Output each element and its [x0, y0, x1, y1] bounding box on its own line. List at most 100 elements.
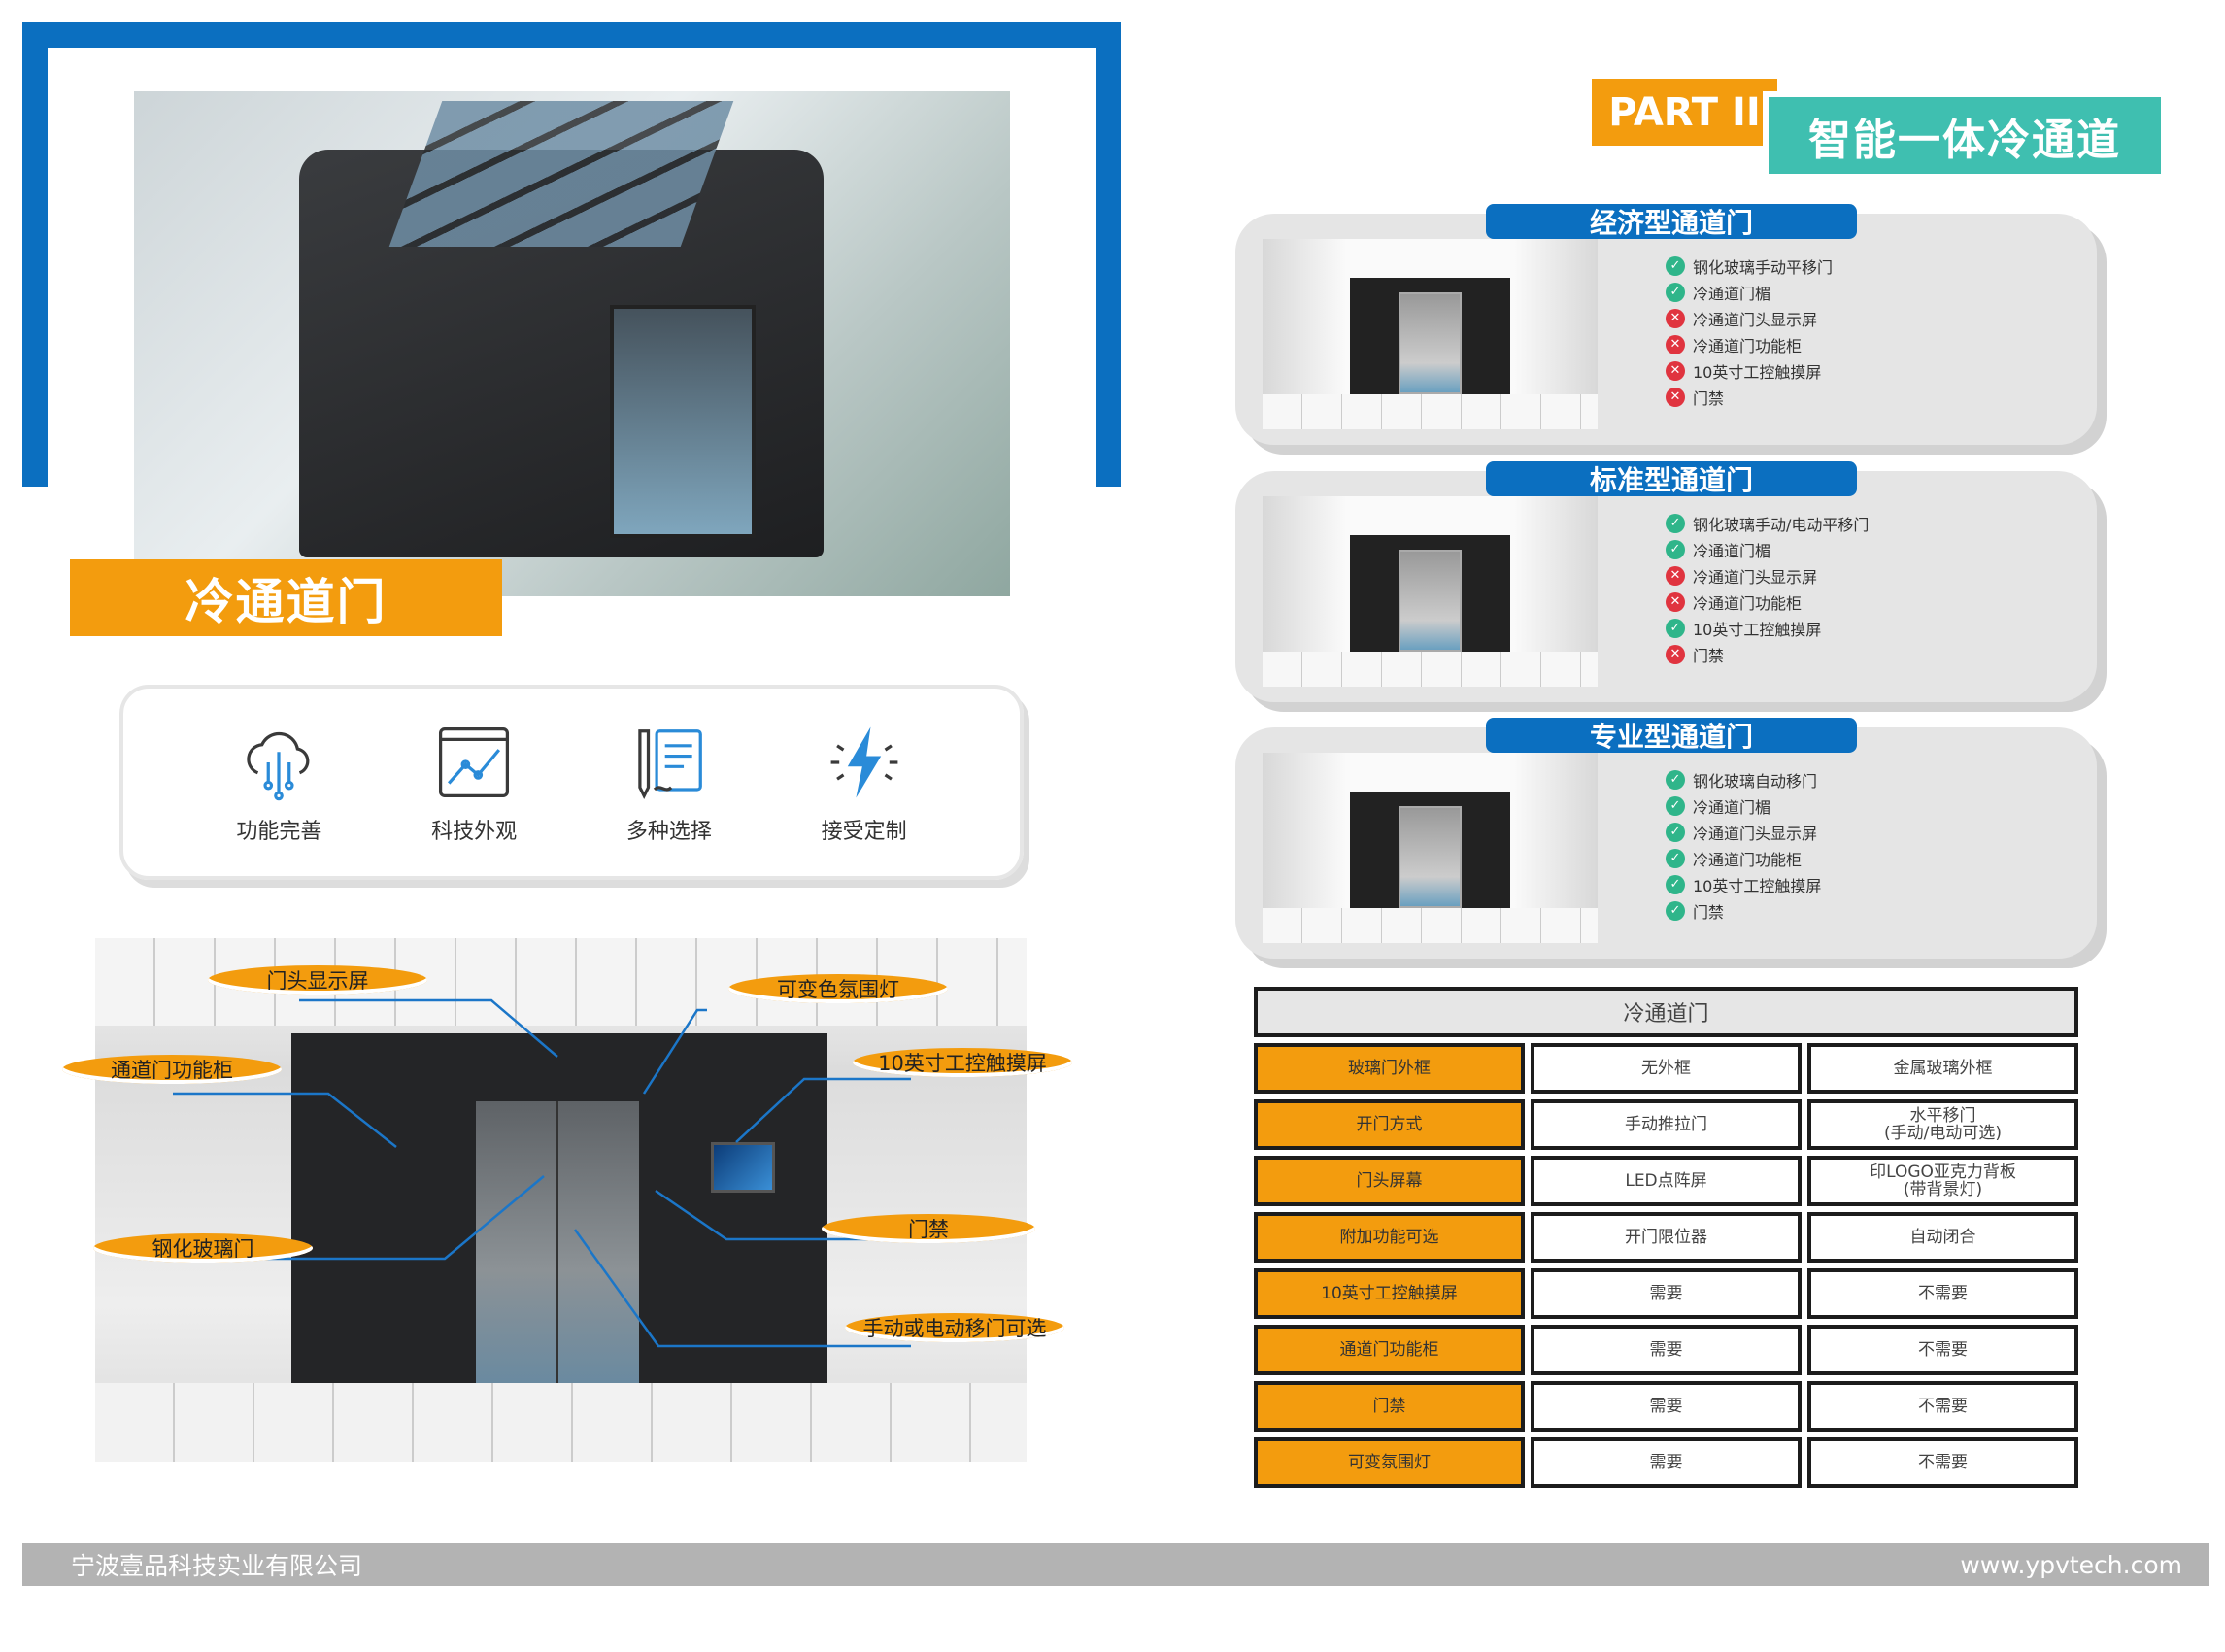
- feature-text: 钢化玻璃自动移门: [1693, 771, 1818, 791]
- hero-title: 冷通道门: [70, 559, 502, 636]
- feature-appearance: 科技外观: [401, 721, 547, 845]
- feature-text: 冷通道门头显示屏: [1693, 824, 1818, 843]
- feature-text: 10英寸工控触摸屏: [1693, 876, 1822, 895]
- check-icon: ✓: [1666, 539, 1685, 559]
- touch-screen: [711, 1142, 775, 1193]
- website-link[interactable]: www.ypvtech.com: [1960, 1550, 2182, 1579]
- table-row: 可变氛围灯需要不需要: [1254, 1437, 2078, 1488]
- lightning-icon: [830, 725, 898, 798]
- feature-text: 冷通道门功能柜: [1693, 336, 1803, 355]
- row-label: 玻璃门外框: [1254, 1043, 1525, 1094]
- blue-frame: [22, 22, 1121, 487]
- cross-icon: ✕: [1666, 387, 1685, 407]
- row-label: 门禁: [1254, 1381, 1525, 1432]
- table-cell: 需要: [1531, 1381, 1802, 1432]
- feature-item: ✕冷通道门功能柜: [1666, 331, 1833, 357]
- feature-text: 冷通道门功能柜: [1693, 850, 1803, 869]
- table-cell: 水平移门 (手动/电动可选): [1807, 1099, 2078, 1150]
- pen-document-icon: [638, 728, 702, 799]
- table-header: 冷通道门: [1254, 987, 2078, 1037]
- cross-icon: ✕: [1666, 308, 1685, 328]
- feature-complete: 功能完善: [206, 721, 352, 845]
- table-cell: 不需要: [1807, 1381, 2078, 1432]
- check-icon: ✓: [1666, 618, 1685, 638]
- table-cell: 需要: [1531, 1437, 1802, 1488]
- table-cell: 自动闭合: [1807, 1212, 2078, 1263]
- cross-icon: ✕: [1666, 591, 1685, 612]
- feature-item: ✕10英寸工控触摸屏: [1666, 357, 1833, 384]
- feature-item: ✓ 冷通道门楣: [1666, 536, 1869, 562]
- feature-item: ✕冷通道门头显示屏: [1666, 305, 1833, 331]
- table-row: 附加功能可选开门限位器自动闭合: [1254, 1212, 2078, 1263]
- callout-touch-screen: 10英寸工控触摸屏: [853, 1048, 1072, 1077]
- door-type-panel: 标准型通道门 ✓钢化玻璃手动/电动平移门✓冷通道门楣✕冷通道门头显示屏✕冷通道门…: [1235, 461, 2097, 702]
- check-icon: ✓: [1666, 513, 1685, 533]
- table-cell: 不需要: [1807, 1268, 2078, 1319]
- row-label: 10英寸工控触摸屏: [1254, 1268, 1525, 1319]
- feature-text: 冷通道门楣: [1693, 541, 1771, 560]
- table-row: 玻璃门外框无外框金属玻璃外框: [1254, 1043, 2078, 1094]
- feature-item: ✓钢化玻璃手动平移门: [1666, 253, 1833, 279]
- feature-item: ✓ 10英寸工控触摸屏: [1666, 871, 1821, 897]
- callout-tempered-glass: 钢化玻璃门: [93, 1233, 313, 1263]
- callout-header-display: 门头显示屏: [208, 965, 427, 995]
- check-icon: ✓: [1666, 822, 1685, 842]
- table-row: 通道门功能柜需要不需要: [1254, 1325, 2078, 1375]
- check-icon: ✓: [1666, 282, 1685, 302]
- table-row: 10英寸工控触摸屏需要不需要: [1254, 1268, 2078, 1319]
- feature-item: ✓ 冷通道门楣: [1666, 279, 1833, 305]
- door-type-panel: 专业型通道门 ✓ 钢化玻璃自动移门 ✓ 冷通道门楣 ✓ 冷通道门头显示屏 ✓ 冷通道门功能柜 ✓…: [1235, 718, 2097, 959]
- check-icon: ✓: [1666, 795, 1685, 816]
- features-box: 功能完善 科技外观 多种选择 接受定制: [119, 685, 1024, 880]
- feature-custom: 接受定制: [792, 721, 937, 845]
- feature-item: ✓ 钢化玻璃手动/电动平移门: [1666, 510, 1869, 536]
- panel-title: 专业型通道门: [1486, 718, 1857, 753]
- chart-window-icon: [439, 726, 510, 797]
- feature-item: ✕门禁: [1666, 641, 1869, 667]
- callout-function-cabinet: 通道门功能柜: [62, 1055, 282, 1084]
- feature-text: 门禁: [1693, 902, 1725, 922]
- feature-choices: 多种选择: [596, 721, 742, 845]
- feature-text: 钢化玻璃手动平移门: [1693, 257, 1834, 277]
- feature-item: ✓ 门禁: [1666, 897, 1821, 924]
- feature-item: ✕冷通道门功能柜: [1666, 589, 1869, 615]
- table-row: 开门方式手动推拉门水平移门 (手动/电动可选): [1254, 1099, 2078, 1150]
- feature-text: 冷通道门楣: [1693, 797, 1771, 817]
- company-name: 宁波壹品科技实业有限公司: [71, 1552, 363, 1580]
- check-icon: ✓: [1666, 874, 1685, 894]
- check-icon: ✓: [1666, 900, 1685, 921]
- feature-label: 功能完善: [236, 819, 322, 844]
- table-cell: 开门限位器: [1531, 1212, 1802, 1263]
- feature-text: 钢化玻璃手动/电动平移门: [1693, 515, 1870, 534]
- callout-lines: [173, 998, 921, 1348]
- table-cell: LED点阵屏: [1531, 1156, 1802, 1206]
- cold-aisle-front-photo: [95, 938, 1027, 1462]
- callout-ambient-light: 可变色氛围灯: [728, 974, 948, 1003]
- feature-text: 10英寸工控触摸屏: [1693, 362, 1822, 382]
- row-label: 附加功能可选: [1254, 1212, 1525, 1263]
- table-cell: 不需要: [1807, 1437, 2078, 1488]
- table-cell: 无外框: [1531, 1043, 1802, 1094]
- table-cell: 金属玻璃外框: [1807, 1043, 2078, 1094]
- panel-title: 经济型通道门: [1486, 204, 1857, 239]
- check-icon: ✓: [1666, 769, 1685, 790]
- cold-aisle-product-photo: [134, 91, 1010, 596]
- footer: 宁波壹品科技实业有限公司 www.ypvtech.com: [22, 1543, 2209, 1586]
- feature-item: ✓ 钢化玻璃自动移门: [1666, 766, 1821, 792]
- row-label: 可变氛围灯: [1254, 1437, 1525, 1488]
- callout-sliding-option: 手动或电动移门可选: [845, 1313, 1064, 1342]
- door-photo: [1263, 496, 1598, 687]
- row-label: 门头屏幕: [1254, 1156, 1525, 1206]
- feature-item: ✓ 10英寸工控触摸屏: [1666, 615, 1869, 641]
- feature-text: 10英寸工控触摸屏: [1693, 620, 1822, 639]
- table-cell: 手动推拉门: [1531, 1099, 1802, 1150]
- feature-item: ✓ 冷通道门头显示屏: [1666, 819, 1821, 845]
- feature-label: 多种选择: [625, 819, 712, 844]
- check-icon: ✓: [1666, 848, 1685, 868]
- feature-text: 冷通道门头显示屏: [1693, 567, 1818, 587]
- feature-text: 冷通道门楣: [1693, 284, 1771, 303]
- part-label: PART II: [1592, 79, 1777, 146]
- feature-item: ✕门禁: [1666, 384, 1833, 410]
- table-cell: 需要: [1531, 1325, 1802, 1375]
- cloud-circuit-icon: [247, 731, 310, 800]
